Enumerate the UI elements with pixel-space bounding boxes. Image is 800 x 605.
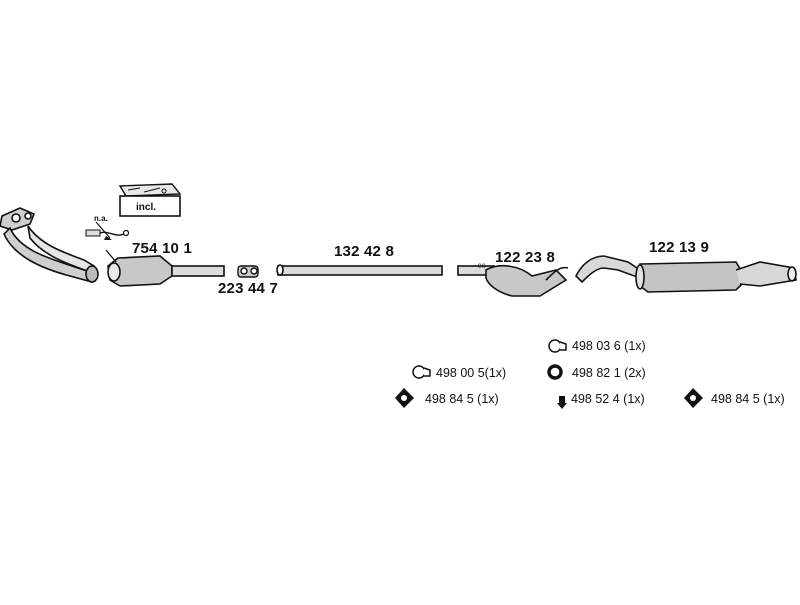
accessory-number: 498 03 6 (572, 339, 621, 353)
pipe-clamp (237, 265, 259, 278)
hardware-kit-box-icon (118, 183, 182, 217)
accessory-498036: 498 03 6 (1x) (572, 339, 646, 353)
not-available-label: n.a. (94, 214, 108, 223)
clamp-ring-icon (412, 365, 431, 379)
part-number-754101: 754 10 1 (132, 240, 192, 257)
accessory-quantity: (1x) (477, 392, 499, 406)
accessory-number: 498 84 5 (711, 392, 760, 406)
rear-silencer (575, 255, 797, 293)
accessory-quantity: (1x) (623, 392, 645, 406)
included-label: incl. (136, 202, 157, 213)
rubber-mount-icon (557, 396, 567, 409)
accessory-498845: 498 84 5 (1x) (425, 392, 499, 406)
svg-text:90: 90 (478, 263, 486, 270)
intermediate-pipe (276, 264, 443, 276)
accessory-quantity: (1x) (484, 366, 507, 380)
flange-gasket-icon (684, 388, 703, 408)
lambda-sensor-icon (85, 221, 130, 240)
accessory-498524: 498 52 4 (1x) (571, 392, 645, 406)
flange-gasket-icon (395, 388, 414, 408)
part-number-132428: 132 42 8 (334, 243, 394, 260)
accessory-quantity: (1x) (624, 339, 646, 353)
part-number-122238: 122 23 8 (495, 249, 555, 266)
accessory-number: 498 52 4 (571, 392, 620, 406)
accessory-quantity: (2x) (624, 366, 646, 380)
part-number-122139: 122 13 9 (649, 239, 709, 256)
accessory-498821: 498 82 1 (2x) (572, 366, 646, 380)
accessory-498845-rear: 498 84 5 (1x) (711, 392, 785, 406)
accessory-number: 498 82 1 (572, 366, 621, 380)
accessory-quantity: (1x) (763, 392, 785, 406)
middle-silencer: 90 (457, 263, 569, 297)
catalytic-converter (105, 249, 225, 287)
accessory-498005: 498 00 5(1x) (436, 366, 506, 380)
accessory-number: 498 84 5 (425, 392, 474, 406)
clamp-ring-icon (548, 339, 567, 353)
front-pipe (0, 207, 99, 284)
part-number-223447: 223 44 7 (218, 280, 278, 297)
accessory-number: 498 00 5 (436, 366, 485, 380)
rubber-ring-icon (547, 364, 563, 380)
